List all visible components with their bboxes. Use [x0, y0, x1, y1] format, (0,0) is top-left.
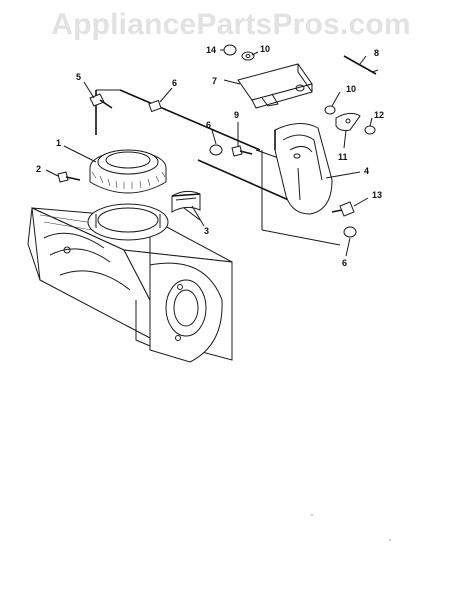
top-bracket: [237, 63, 313, 109]
bolt-9: [231, 145, 253, 157]
callout-6-middle: 6: [206, 120, 211, 130]
watermark: AppliancePartsPros.com: [51, 8, 411, 41]
leader-lines: [45, 49, 373, 257]
bolt-2: [57, 171, 81, 183]
callout-3: 3: [204, 226, 209, 236]
callout-9: 9: [234, 110, 239, 120]
callout-labels: 1 2 3 4 5 6 6 6 7 8 9 10 10 11 12 13 14: [36, 44, 384, 268]
chute-opening-ring: [87, 203, 169, 241]
callout-10-top: 10: [260, 44, 270, 54]
washer-10-top: [241, 51, 255, 61]
callout-10-right: 10: [346, 84, 356, 94]
nut-12: [364, 125, 376, 135]
callout-13: 13: [372, 190, 382, 200]
callout-11: 11: [338, 152, 348, 162]
callout-1: 1: [56, 138, 61, 148]
callout-6-bottom: 6: [342, 258, 347, 268]
nut-6-top: [148, 99, 162, 113]
scan-specks: [311, 514, 391, 541]
callout-7: 7: [212, 76, 217, 86]
rod-8: [343, 55, 379, 75]
nut-6-middle: [209, 144, 223, 156]
adjuster-plate: [335, 112, 361, 131]
hardware: [57, 44, 376, 238]
nut-6-bottom: [343, 226, 357, 238]
chute-deflector: [274, 123, 333, 215]
callout-6-top: 6: [172, 78, 177, 88]
bolt-13: [331, 201, 355, 217]
callout-14: 14: [206, 45, 216, 55]
callout-8: 8: [374, 48, 379, 58]
chute-gear-ring: [89, 149, 167, 194]
callout-4: 4: [364, 166, 369, 176]
callout-5: 5: [76, 72, 81, 82]
callout-2: 2: [36, 164, 41, 174]
callout-12: 12: [374, 110, 384, 120]
washer-10-right: [324, 105, 336, 115]
nut-14: [223, 44, 237, 56]
